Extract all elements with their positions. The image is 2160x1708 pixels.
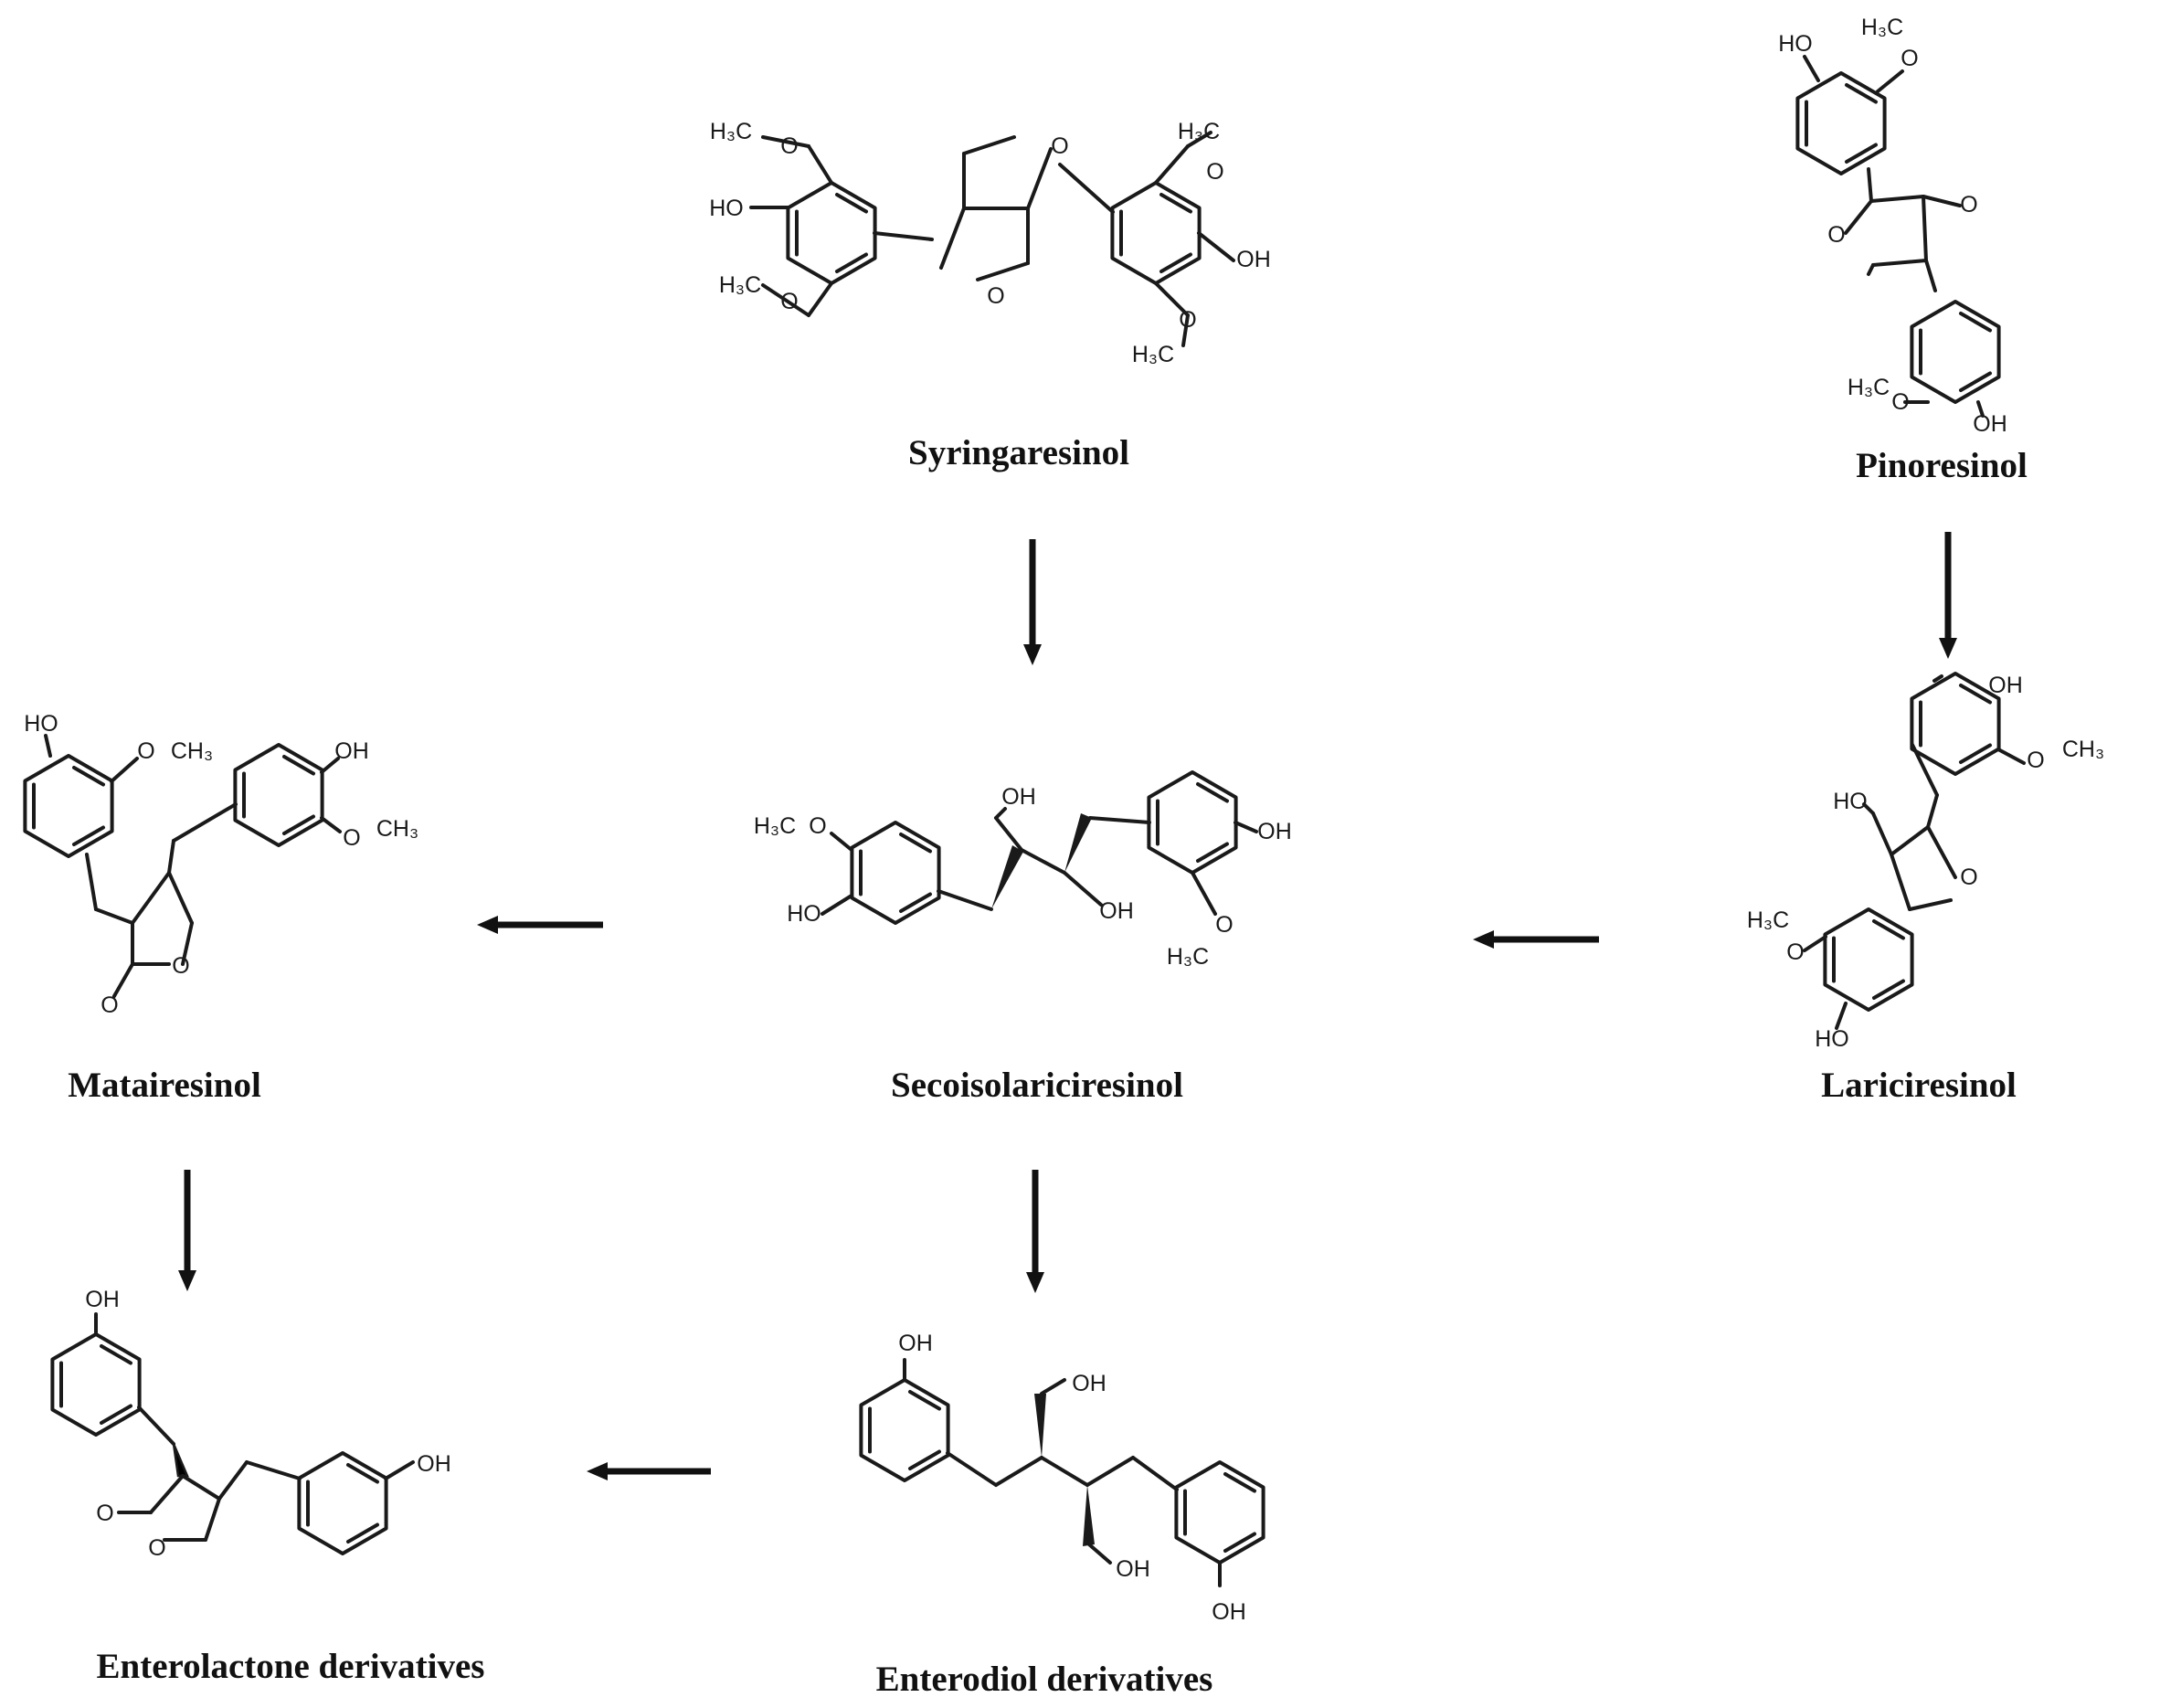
carbonyl-oxygen-label: O xyxy=(96,1501,113,1526)
pinoresinol-structure: HO O H₃C O O O H₃C OH xyxy=(1778,15,2007,437)
arrow-enterodiol-to-enterolactone xyxy=(587,1462,711,1480)
enterodiol-structure: OH OH OH OH xyxy=(859,1331,1265,1625)
arrow-matairesinol-to-enterolactone xyxy=(178,1170,196,1291)
matairesinol-structure: HO O CH₃ OH O CH₃ O O xyxy=(23,711,418,1018)
methyl-label: H₃C xyxy=(719,272,761,298)
methyl-label: CH₃ xyxy=(2062,737,2104,762)
oxygen-label: O xyxy=(137,738,154,764)
hydroxyl-label: OH xyxy=(1988,673,2023,698)
secoisolariciresinol-structure: O H₃C HO OH OH OH O H₃C xyxy=(754,770,1292,970)
lariciresinol-label: Lariciresinol xyxy=(1821,1066,2017,1105)
ring-oxygen-label: O xyxy=(1051,133,1068,159)
hydroxyl-label: HO xyxy=(787,901,821,927)
hydroxyl-label: OH xyxy=(334,738,369,764)
hydroxyl-label: OH xyxy=(1001,784,1036,810)
hydroxyl-label: OH xyxy=(1257,819,1292,844)
hydroxyl-label: OH xyxy=(1099,898,1134,924)
enterolactone-label: Enterolactone derivatives xyxy=(97,1647,485,1686)
hydroxyl-label: OH xyxy=(85,1287,120,1312)
syringaresinol-structure: HO O H₃C O H₃C O O OH O H₃C O H₃C xyxy=(709,119,1271,367)
oxygen-label: O xyxy=(2027,748,2044,773)
ring-oxygen-label: O xyxy=(148,1535,165,1561)
oxygen-label: O xyxy=(809,813,826,839)
ring-oxygen-label: O xyxy=(172,953,189,979)
hydroxyl-label: OH xyxy=(1973,411,2007,437)
arrow-secoisolariciresinol-to-enterodiol xyxy=(1026,1170,1044,1293)
hydroxyl-label: OH xyxy=(898,1331,933,1356)
arrow-syringaresinol-to-secoisolariciresinol xyxy=(1023,539,1042,665)
hydroxyl-label: HO xyxy=(1833,789,1868,814)
secoisolariciresinol-label: Secoisolariciresinol xyxy=(891,1066,1183,1105)
arrow-pinoresinol-to-lariciresinol xyxy=(1939,532,1957,659)
ring-oxygen-label: O xyxy=(987,283,1004,309)
methyl-label: H₃C xyxy=(710,119,752,144)
hydroxyl-label: HO xyxy=(1815,1026,1849,1052)
carbonyl-oxygen-label: O xyxy=(101,992,118,1018)
ring-oxygen-label: O xyxy=(1960,192,1977,217)
enterodiol-label: Enterodiol derivatives xyxy=(876,1660,1213,1699)
oxygen-label: O xyxy=(1179,307,1196,333)
methyl-label: H₃C xyxy=(1747,907,1789,933)
arrow-secoisolariciresinol-to-matairesinol xyxy=(477,916,603,934)
methyl-label: H₃C xyxy=(1861,15,1903,40)
hydroxyl-label: OH xyxy=(1072,1371,1106,1396)
syringaresinol-label: Syringaresinol xyxy=(908,433,1129,472)
methyl-label: CH₃ xyxy=(376,816,418,842)
hydroxyl-label: OH xyxy=(1236,247,1271,272)
oxygen-label: O xyxy=(1206,159,1223,185)
arrow-lariciresinol-to-secoisolariciresinol xyxy=(1473,930,1599,949)
hydroxyl-label: OH xyxy=(417,1451,451,1477)
methyl-label: H₃C xyxy=(1167,944,1209,970)
oxygen-label: O xyxy=(1786,939,1804,965)
methyl-label: H₃C xyxy=(1178,119,1220,144)
enterolactone-structure: OH O O OH xyxy=(50,1287,451,1561)
hydroxyl-label: HO xyxy=(709,196,744,221)
oxygen-label: O xyxy=(1215,912,1233,938)
methyl-label: H₃C xyxy=(1848,375,1890,400)
oxygen-label: O xyxy=(343,825,360,851)
oxygen-label: O xyxy=(780,289,798,314)
lariciresinol-structure: OH O CH₃ HO O O H₃C HO xyxy=(1747,672,2104,1052)
methyl-label: H₃C xyxy=(754,813,796,839)
oxygen-label: O xyxy=(1901,46,1918,71)
pinoresinol-label: Pinoresinol xyxy=(1856,446,2028,485)
hydroxyl-label: HO xyxy=(1778,31,1813,57)
ring-oxygen-label: O xyxy=(1827,222,1845,248)
hydroxyl-label: HO xyxy=(24,711,58,737)
hydroxyl-label: OH xyxy=(1116,1556,1150,1582)
ring-oxygen-label: O xyxy=(1960,865,1977,890)
matairesinol-label: Matairesinol xyxy=(68,1066,261,1105)
methyl-label: H₃C xyxy=(1132,342,1174,367)
oxygen-label: O xyxy=(1891,389,1909,415)
hydroxyl-label: OH xyxy=(1212,1599,1246,1625)
methyl-label: CH₃ xyxy=(171,738,213,764)
oxygen-label: O xyxy=(780,133,798,159)
